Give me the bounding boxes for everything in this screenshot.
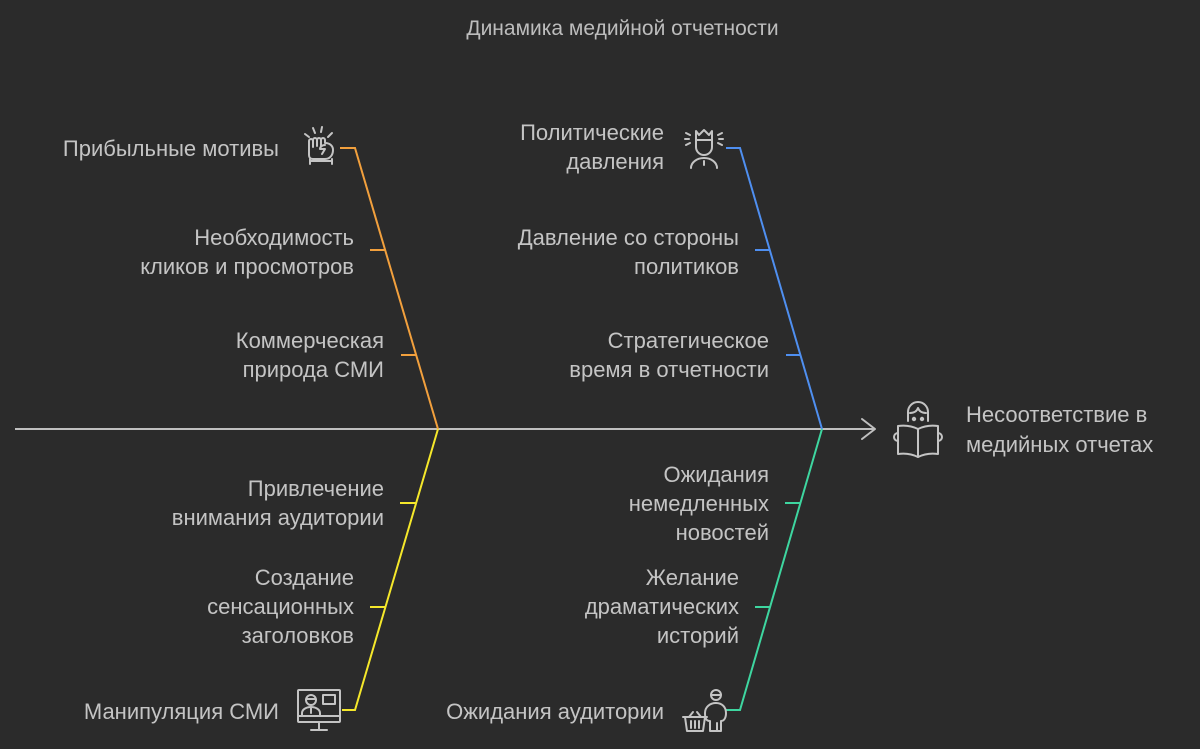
- cause-dramatic-stories: Желание драматических историй: [584, 565, 739, 648]
- bone-blue: [726, 147, 823, 430]
- raised-fist-icon: [304, 126, 334, 165]
- shopper-basket-icon: [682, 689, 727, 732]
- cause-immediate-news: Ожидания немедленных новостей: [628, 462, 769, 545]
- bone-orange: [340, 147, 439, 430]
- bone-green: [726, 428, 823, 711]
- video-call-monitor-icon: [297, 689, 341, 731]
- category-head-political-pressure: Политические давления: [520, 120, 664, 174]
- diagram-title: Динамика медийной отчетности: [466, 17, 779, 40]
- reading-person-icon: [893, 401, 943, 458]
- category-head-audience-expectations: Ожидания аудитории: [446, 699, 664, 724]
- effect-label: Несоответствие в медийных отчетах: [966, 402, 1154, 457]
- spine-arrowhead: [861, 418, 876, 440]
- king-crown-icon: [684, 129, 724, 169]
- cause-audience-attention: Привлечение внимания аудитории: [171, 476, 384, 530]
- cause-sensational-headlines: Создание сенсационных заголовков: [207, 565, 354, 648]
- cause-strategic-timing: Стратегическое время в отчетности: [569, 328, 769, 382]
- cause-clicks-and-views: Необходимость кликов и просмотров: [140, 225, 354, 279]
- cause-politicians-pressure: Давление со стороны политиков: [517, 225, 739, 279]
- category-head-profit-motives: Прибыльные мотивы: [62, 136, 279, 161]
- cause-commercial-nature: Коммерческая природа СМИ: [235, 328, 384, 382]
- bone-yellow: [342, 428, 439, 711]
- category-head-media-manipulation: Манипуляция СМИ: [83, 699, 279, 724]
